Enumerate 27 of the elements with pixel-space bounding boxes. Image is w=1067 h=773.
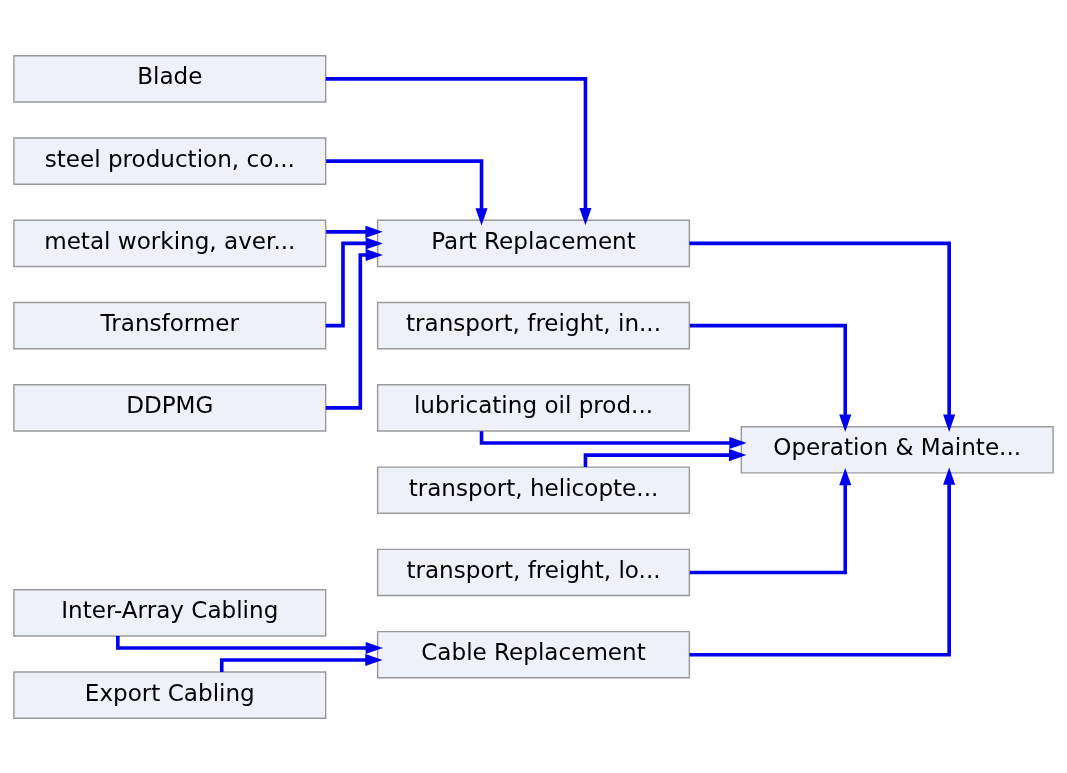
node-box: DDPMG <box>13 383 327 432</box>
node-box: Cable Replacement <box>376 630 691 679</box>
arrow <box>479 430 747 449</box>
arrow <box>689 241 956 432</box>
node-box: Operation & Mainte... <box>740 425 1054 474</box>
node-box: steel production, co... <box>13 136 327 185</box>
node-box: transport, freight, lo... <box>376 548 691 596</box>
arrow <box>325 236 383 327</box>
node-box: Blade <box>13 54 327 103</box>
node-box: Part Replacement <box>376 219 691 267</box>
arrow <box>689 467 852 574</box>
arrow <box>689 323 852 432</box>
node-box: Inter-Array Cabling <box>13 588 327 637</box>
arrow <box>689 466 956 657</box>
node-box: metal working, aver... <box>13 219 327 267</box>
arrow <box>219 653 383 672</box>
arrow <box>326 225 383 238</box>
node-box: transport, freight, in... <box>376 301 691 349</box>
node-box: lubricating oil prod... <box>376 383 691 432</box>
arrow <box>116 635 383 654</box>
arrow <box>325 76 592 225</box>
node-box: Export Cabling <box>13 670 327 719</box>
arrow <box>325 248 383 410</box>
arrow <box>583 448 747 467</box>
arrow <box>326 158 488 225</box>
node-box: transport, helicopte... <box>376 465 691 514</box>
node-box: Transformer <box>13 301 327 349</box>
